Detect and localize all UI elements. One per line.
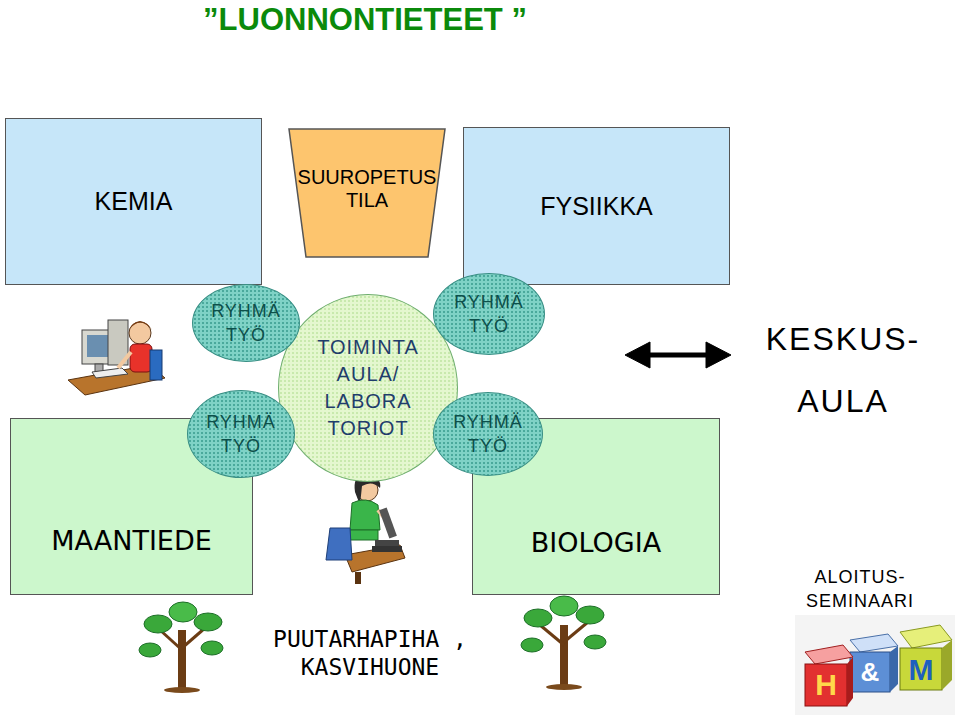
logo-letter: M [901,651,941,689]
microscope-girl [326,475,405,584]
subject-room: FYSIIKKA [463,127,730,285]
activity-hall-circle: TOIMINTA AULA/ LABORA TORIOT [278,294,458,482]
node-text: SUUROPETUS TILA [298,166,437,212]
group-work-circle: RYHMÄ TYÖ [433,392,543,476]
node-text: RYHMÄ TYÖ [193,299,299,347]
computer-kid [68,320,165,395]
node-text: RYHMÄ TYÖ [188,410,294,458]
group-work-circle: RYHMÄ TYÖ [187,390,295,478]
node-text: BIOLOGIA [531,527,661,558]
node-text: RYHMÄ TYÖ [434,290,544,338]
double-arrow [625,342,731,368]
subject-room: KEMIA [5,118,262,285]
area-label: ALOITUS- SEMINAARI [780,565,940,613]
node-text: RYHMÄ TYÖ [434,410,542,458]
node-text: FYSIIKKA [540,192,653,221]
logo-letter: & [850,655,890,689]
logo [795,615,955,715]
lecture-space: SUUROPETUS TILA [288,128,446,258]
area-label: PUUTARHAPIHA , KASVIHUONE [270,625,470,681]
node-text: MAANTIEDE [51,525,212,556]
group-work-circle: RYHMÄ TYÖ [192,284,300,362]
page-title: ”LUONNONTIETEET ” [150,2,580,38]
area-label: KESKUS- AULA [748,308,938,432]
logo-letter: H [806,666,846,704]
node-text: TOIMINTA AULA/ LABORA TORIOT [312,334,424,442]
node-text: KEMIA [95,187,173,216]
group-work-circle: RYHMÄ TYÖ [433,273,545,355]
tree [521,596,606,690]
tree [139,602,223,693]
